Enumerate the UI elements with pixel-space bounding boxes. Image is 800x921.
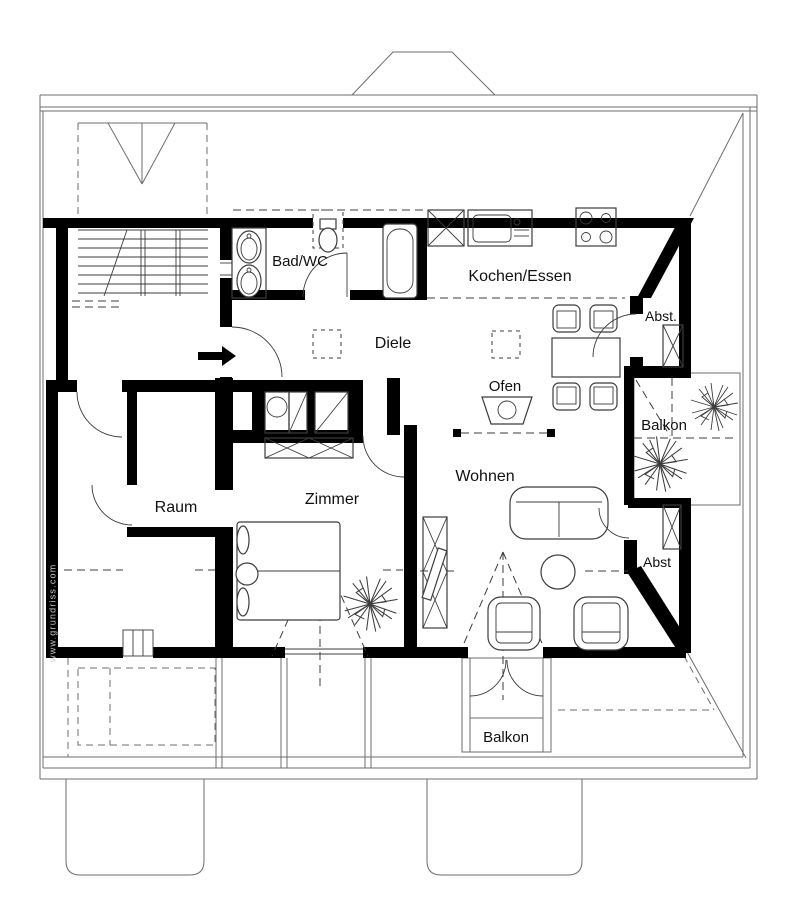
wardrobe-icon [264, 437, 354, 459]
bath-sinks-icon [231, 227, 267, 299]
room-label-kochen-essen: Kochen/Essen [468, 268, 571, 285]
watermark-text: www.grundriss.com [48, 564, 58, 663]
under-eaves-bottom [65, 658, 583, 876]
bathtub-icon [382, 223, 418, 299]
room-label-bad-wc: Bad/WC [272, 253, 328, 270]
room-label-raum: Raum [155, 499, 198, 516]
windows [122, 262, 363, 657]
furniture [231, 207, 739, 651]
plant-icon [633, 435, 689, 493]
room-label-balkon-bottom: Balkon [483, 729, 529, 746]
plant-icon [343, 575, 399, 633]
kitchen-counter-icon [427, 207, 617, 247]
coffee-table-icon [540, 554, 576, 590]
sofa-icon [509, 486, 609, 540]
balcony-slabs [461, 372, 741, 753]
closet-compartments-icon [264, 391, 349, 434]
tv-board-icon [421, 516, 448, 629]
room-label-diele: Diele [375, 335, 412, 352]
room-label-zimmer: Zimmer [305, 491, 360, 508]
room-label-abst-right: Abst [643, 554, 671, 570]
room-labels: Bad/WC Kochen/Essen Diele Ofen Abst. Bal… [155, 253, 687, 746]
plant-icon [690, 382, 739, 432]
doors [76, 252, 637, 697]
toilet-icon [318, 218, 338, 253]
dining-set-icon [551, 304, 621, 411]
dormer-top-left [77, 122, 208, 218]
room-label-wohnen: Wohnen [455, 468, 514, 485]
entry-door-arc [231, 326, 283, 378]
shaft-icon [662, 504, 682, 550]
room-label-balkon-right: Balkon [641, 417, 687, 434]
armchair-icon [573, 596, 629, 651]
room-label-abst-top: Abst. [645, 308, 677, 324]
armchair-icon [487, 596, 541, 651]
shaft-icon [662, 324, 684, 368]
oven-icon [481, 396, 533, 425]
bed-icon [235, 521, 341, 621]
entry-arrow-icon [198, 346, 236, 366]
stairs [78, 229, 208, 297]
room-label-ofen: Ofen [489, 378, 522, 395]
